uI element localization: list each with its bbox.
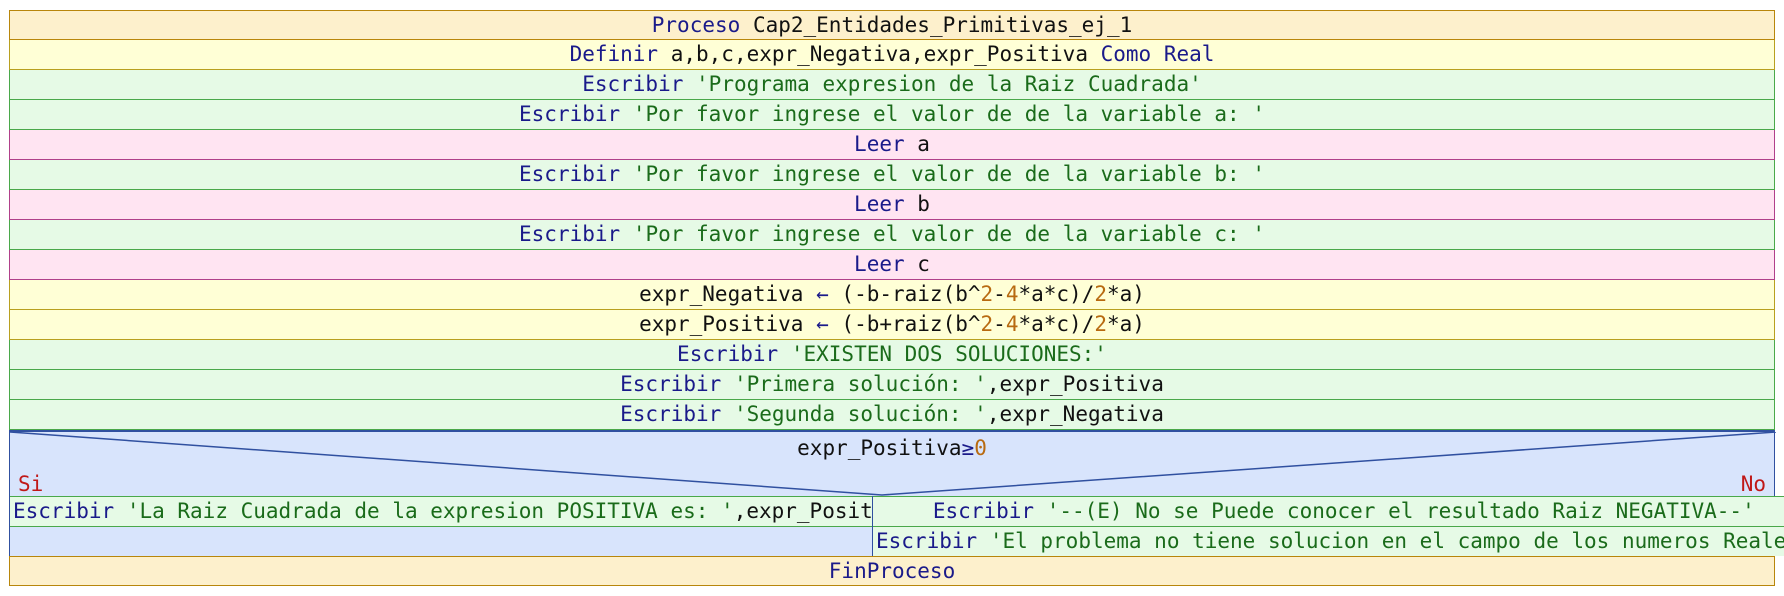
expr-part: -: [993, 312, 1006, 336]
expr-part: *a*c)/: [1018, 312, 1095, 336]
flowchart: Proceso Cap2_Entidades_Primitivas_ej_1 D…: [9, 10, 1784, 586]
escribir-keyword: Escribir: [519, 222, 621, 246]
escribir-keyword: Escribir: [876, 529, 978, 553]
condition-number: 0: [974, 436, 987, 460]
read-statement: Leer c: [9, 250, 1775, 280]
escribir-keyword: Escribir: [582, 72, 684, 96]
expr-number: 2: [980, 282, 994, 306]
type-name: Real: [1163, 42, 1215, 66]
define-statement: Definir a,b,c,expr_Negativa,expr_Positiv…: [9, 40, 1775, 70]
escribir-keyword: Escribir: [519, 162, 621, 186]
escribir-keyword: Escribir: [932, 499, 1035, 523]
no-label: No: [1740, 472, 1766, 496]
escribir-keyword: Escribir: [620, 372, 722, 396]
expr-part: *a): [1106, 282, 1145, 306]
string-literal: '--(E) No se Puede conocer el resultado …: [1046, 499, 1755, 523]
expr-part: *a*c)/: [1018, 282, 1095, 306]
assign-arrow: ←: [816, 312, 829, 336]
write-statement: Escribir 'El problema no tiene solucion …: [873, 526, 1784, 556]
escribir-keyword: Escribir: [519, 102, 621, 126]
expr-number: 2: [980, 312, 994, 336]
write-statement: Escribir 'La Raiz Cuadrada de la expresi…: [10, 496, 872, 526]
process-header: Proceso Cap2_Entidades_Primitivas_ej_1: [9, 10, 1775, 40]
string-literal: 'Segunda solución: ': [733, 402, 987, 426]
assign-positive: expr_Positiva ← (-b+raiz(b^2-4*a*c)/2*a): [9, 310, 1775, 340]
definir-keyword: Definir: [569, 42, 659, 66]
expr-number: 2: [1094, 312, 1107, 336]
proceso-keyword: Proceso: [651, 13, 741, 37]
expr-number: 4: [1005, 282, 1019, 306]
assign-arrow: ←: [816, 282, 829, 306]
string-literal: 'Por favor ingrese el valor de de la var…: [632, 162, 1265, 186]
write-statement: Escribir 'Primera solución: ',expr_Posit…: [9, 370, 1775, 400]
assign-target: expr_Positiva: [639, 312, 804, 336]
expr-part: -: [993, 282, 1006, 306]
output-variable: ,expr_Positiva: [733, 499, 872, 523]
read-statement: Leer b: [9, 190, 1775, 220]
finproceso-keyword: FinProceso: [828, 559, 956, 583]
read-variable: b: [917, 192, 930, 216]
string-literal: 'EXISTEN DOS SOLUCIONES:': [790, 342, 1107, 366]
condition-triangle: [10, 432, 1776, 496]
leer-keyword: Leer: [854, 132, 905, 156]
write-statement: Escribir 'Por favor ingrese el valor de …: [9, 220, 1775, 250]
assign-target: expr_Negativa: [639, 282, 804, 306]
string-literal: 'Por favor ingrese el valor de de la var…: [632, 222, 1265, 246]
string-literal: 'Primera solución: ': [733, 372, 987, 396]
write-statement: Escribir '--(E) No se Puede conocer el r…: [873, 496, 1784, 526]
expr-part: (-b+raiz(b^: [841, 312, 981, 336]
string-literal: 'Por favor ingrese el valor de de la var…: [632, 102, 1265, 126]
leer-keyword: Leer: [854, 192, 905, 216]
read-variable: c: [917, 252, 930, 276]
process-end: FinProceso: [9, 556, 1775, 586]
yes-branch: Escribir 'La Raiz Cuadrada de la expresi…: [10, 496, 873, 556]
leer-keyword: Leer: [854, 252, 905, 276]
expr-part: *a): [1106, 312, 1145, 336]
condition-expression: expr_Positiva≥0: [10, 436, 1774, 460]
string-literal: 'La Raiz Cuadrada de la expresion POSITI…: [126, 499, 734, 523]
write-statement: Escribir 'Segunda solución: ',expr_Negat…: [9, 400, 1775, 430]
como-keyword: Como: [1100, 42, 1152, 66]
escribir-keyword: Escribir: [13, 499, 115, 523]
expr-number: 2: [1094, 282, 1107, 306]
write-statement: Escribir 'Por favor ingrese el valor de …: [9, 100, 1775, 130]
expr-number: 4: [1005, 312, 1019, 336]
read-statement: Leer a: [9, 130, 1775, 160]
assign-negative: expr_Negativa ← (-b-raiz(b^2-4*a*c)/2*a): [9, 280, 1775, 310]
write-statement: Escribir 'Por favor ingrese el valor de …: [9, 160, 1775, 190]
output-variable: ,expr_Positiva: [986, 372, 1164, 396]
escribir-keyword: Escribir: [620, 402, 722, 426]
escribir-keyword: Escribir: [677, 342, 779, 366]
no-branch: Escribir '--(E) No se Puede conocer el r…: [873, 496, 1784, 556]
condition-variable: expr_Positiva: [797, 436, 962, 460]
expr-part: (-b-raiz(b^: [841, 282, 981, 306]
empty-cell: [10, 526, 872, 556]
condition-operator: ≥: [961, 436, 975, 460]
write-statement: Escribir 'Programa expresion de la Raiz …: [9, 70, 1775, 100]
defined-variables: a,b,c,expr_Negativa,expr_Positiva: [670, 42, 1088, 66]
string-literal: 'Programa expresion de la Raiz Cuadrada': [696, 72, 1202, 96]
condition-branches: Escribir 'La Raiz Cuadrada de la expresi…: [9, 496, 1784, 556]
condition-block: expr_Positiva≥0 Si No: [9, 430, 1776, 496]
output-variable: ,expr_Negativa: [986, 402, 1164, 426]
write-statement: Escribir 'EXISTEN DOS SOLUCIONES:': [9, 340, 1775, 370]
string-literal: 'El problema no tiene solucion en el cam…: [989, 529, 1784, 553]
yes-label: Si: [18, 472, 44, 496]
process-name: Cap2_Entidades_Primitivas_ej_1: [752, 13, 1133, 37]
read-variable: a: [917, 132, 930, 156]
